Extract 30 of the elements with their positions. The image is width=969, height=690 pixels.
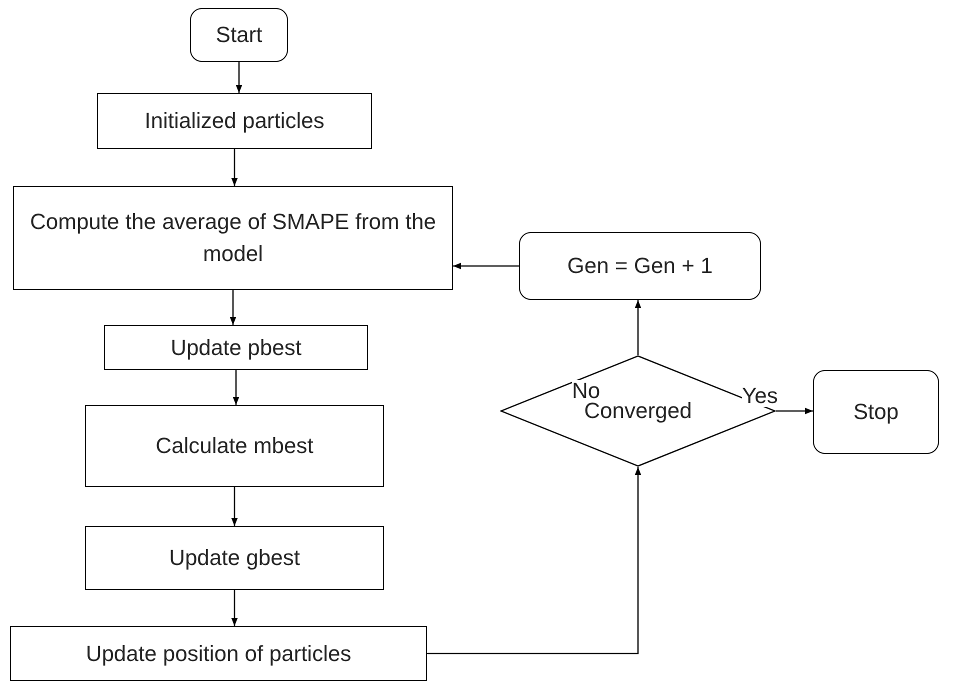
arrow <box>634 300 642 355</box>
arrow <box>236 62 242 93</box>
node-text: Stop <box>853 398 899 426</box>
node-text: Initialized particles <box>144 107 324 136</box>
arrow <box>453 262 519 270</box>
process-box <box>13 186 453 290</box>
arrow <box>427 467 642 654</box>
arrow <box>776 408 813 414</box>
node-text: Start <box>216 21 262 50</box>
node-text: Compute the average of SMAPE from the model <box>29 208 437 268</box>
process-box <box>85 526 384 590</box>
node-text: Update gbest <box>169 544 300 572</box>
terminal-box <box>813 370 939 454</box>
process-box <box>85 405 384 487</box>
arrow <box>231 149 238 186</box>
node-text: Update position of particles <box>86 640 352 668</box>
process-box <box>10 626 427 681</box>
process-box <box>97 93 372 149</box>
arrow <box>232 370 240 405</box>
terminal-box <box>190 8 288 62</box>
node-text: Calculate mbest <box>156 432 314 460</box>
arrow <box>231 590 238 626</box>
arrow <box>230 290 236 325</box>
arrow <box>231 487 238 526</box>
decision-diamond <box>500 355 776 467</box>
process-box <box>104 325 368 370</box>
node-text: Gen = Gen + 1 <box>567 252 713 280</box>
terminal-box <box>519 232 761 300</box>
node-text: Update pbest <box>170 334 302 362</box>
edge-label: Yes <box>742 385 778 407</box>
